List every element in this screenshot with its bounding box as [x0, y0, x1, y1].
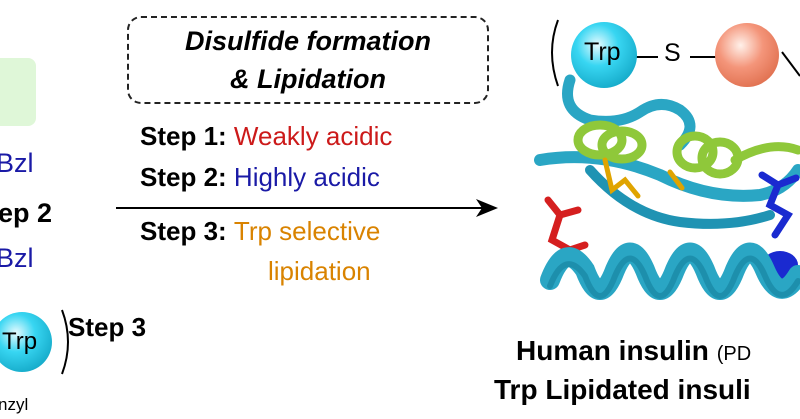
conditions-title-box: Disulfide formation & Lipidation	[127, 16, 489, 104]
yellow-disulfide	[602, 157, 685, 199]
conditions-title-line2: & Lipidation	[230, 64, 386, 94]
ribbon-loop	[585, 165, 775, 229]
blue-sidechain	[758, 171, 800, 239]
bracket-left	[551, 19, 559, 87]
conditions-title-line1: Disulfide formation	[184, 26, 431, 56]
main-helix-shade	[547, 255, 800, 299]
trp-label-product: Trp	[584, 38, 621, 66]
benzyl-label: nzyl	[0, 395, 29, 414]
caption-line2: Trp Lipidated insuli	[494, 374, 751, 405]
step2-row: Step 2: Highly acidic	[140, 162, 380, 192]
lipid-sphere	[715, 23, 779, 87]
trp-sphere-left	[0, 309, 69, 375]
step1-row: Step 1: Weakly acidic	[140, 121, 393, 151]
step2-label: Step 2	[140, 162, 219, 192]
step1-label: Step 1	[140, 121, 219, 151]
trp-label-left: Trp	[2, 328, 38, 355]
bond-lipid-tail	[781, 51, 800, 77]
caption-line1: Human insulin (PD	[516, 335, 751, 367]
s-label: S	[664, 39, 681, 67]
highlight-box	[0, 58, 36, 126]
green-helix-left	[573, 120, 647, 164]
trp-sphere	[571, 22, 637, 88]
bzl-label-bottom: Bzl	[0, 243, 34, 273]
step2-label-left: ep 2	[0, 198, 53, 228]
caption-pdb: (PD	[716, 343, 752, 365]
insulin-structure	[534, 19, 800, 300]
step3-text-line2: lipidation	[268, 256, 371, 286]
ribbon-coil-top	[562, 74, 696, 151]
step3-row: Step 3: Trp selective	[140, 216, 381, 246]
step3-label: Step 3	[140, 216, 219, 246]
red-sidechain	[544, 196, 589, 254]
caption-human-insulin: Human insulin	[516, 335, 709, 366]
reaction-arrow	[116, 199, 498, 217]
step2-text: Highly acidic	[233, 162, 380, 192]
step1-text: Weakly acidic	[233, 121, 393, 151]
step3-text-line1: Trp selective	[233, 216, 381, 246]
step3-label-left: Step 3	[68, 312, 147, 342]
green-helix-right	[672, 131, 800, 179]
bzl-label-top: Bzl	[0, 148, 34, 178]
